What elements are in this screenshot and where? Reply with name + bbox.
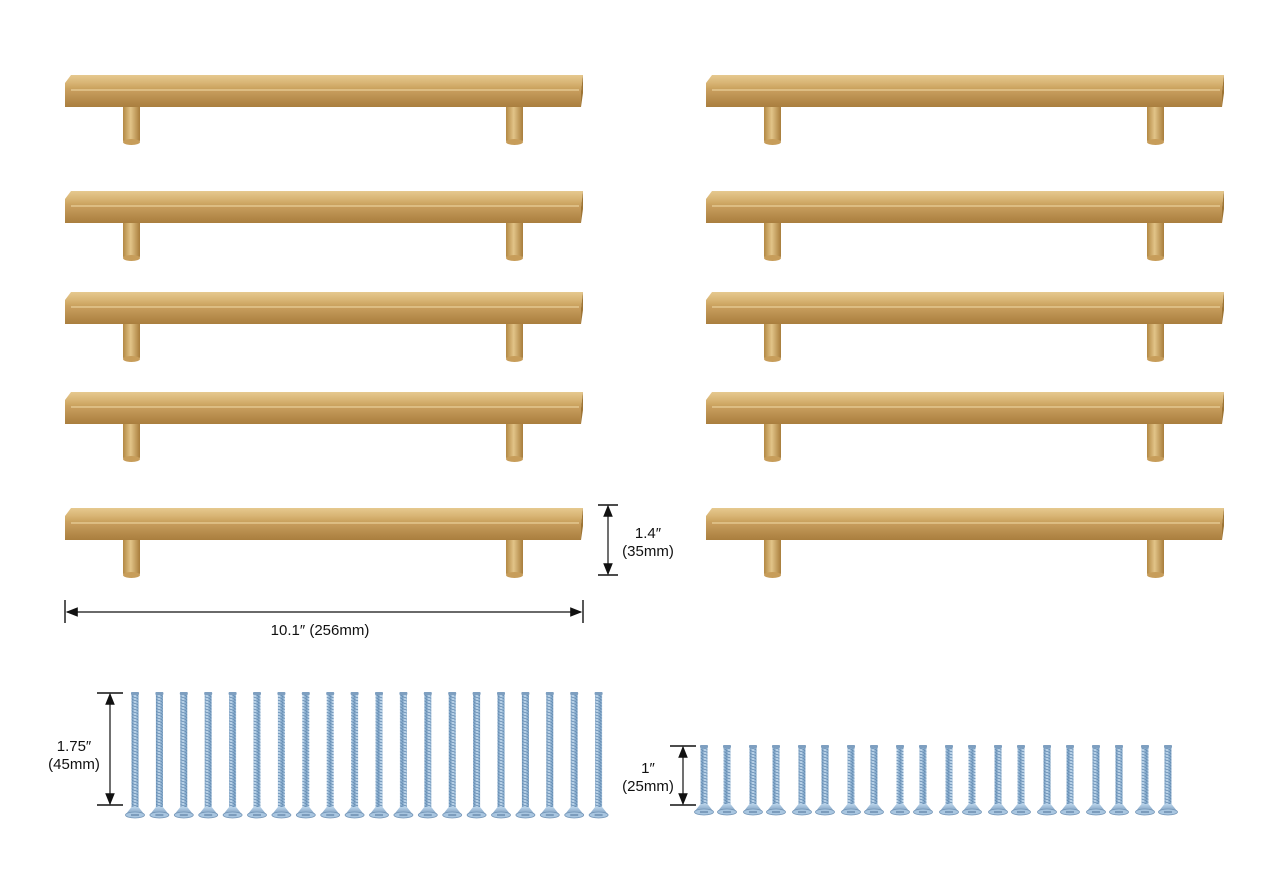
short-screw bbox=[792, 745, 812, 816]
short-screw bbox=[694, 745, 714, 816]
short-screw bbox=[913, 745, 933, 816]
height-dimension-label: 1.4″ (35mm) bbox=[612, 525, 684, 561]
long-screw bbox=[515, 692, 536, 819]
cabinet-handle bbox=[706, 75, 1224, 145]
long-screw bbox=[344, 692, 365, 819]
cabinet-handle bbox=[65, 292, 583, 362]
long-screw bbox=[564, 692, 585, 819]
long-screw-dimension-line bbox=[97, 692, 123, 806]
height-dimension-line bbox=[598, 504, 618, 576]
short-screw bbox=[890, 745, 910, 816]
long-screw bbox=[173, 692, 194, 819]
long-screw bbox=[222, 692, 243, 819]
long-screw bbox=[295, 692, 316, 819]
long-screw bbox=[393, 692, 414, 819]
short-screw bbox=[962, 745, 982, 816]
cabinet-handle bbox=[65, 392, 583, 462]
long-screw bbox=[466, 692, 487, 819]
short-screw-dimension-line bbox=[670, 745, 696, 806]
cabinet-handle bbox=[706, 292, 1224, 362]
short-screw bbox=[841, 745, 861, 816]
cabinet-handle bbox=[65, 191, 583, 261]
short-screw bbox=[939, 745, 959, 816]
long-screw bbox=[369, 692, 389, 819]
short-screw bbox=[1109, 745, 1129, 816]
short-screw bbox=[988, 745, 1008, 816]
short-screw bbox=[1011, 745, 1031, 816]
long-screw-inch-text: 1.75″ bbox=[56, 738, 92, 755]
short-screw bbox=[1060, 745, 1080, 816]
long-screw bbox=[588, 692, 609, 819]
short-screw bbox=[1135, 745, 1155, 816]
short-screw bbox=[1158, 745, 1178, 816]
short-screw bbox=[766, 745, 786, 816]
long-screw-mm-text: (45mm) bbox=[48, 756, 100, 773]
short-screw bbox=[864, 745, 884, 816]
short-screw bbox=[1086, 745, 1106, 816]
long-screw bbox=[198, 692, 219, 819]
length-mm-text: (256mm) bbox=[309, 622, 370, 639]
short-screw bbox=[815, 745, 835, 816]
short-screw bbox=[1037, 745, 1057, 816]
short-screw bbox=[743, 745, 763, 816]
long-screw bbox=[539, 692, 560, 819]
long-screw bbox=[271, 692, 292, 819]
cabinet-handle bbox=[706, 392, 1224, 462]
long-screw bbox=[417, 692, 438, 819]
short-screw-dimension-label: 1″ (25mm) bbox=[612, 760, 684, 796]
cabinet-handle bbox=[706, 508, 1224, 578]
long-screw bbox=[247, 692, 267, 819]
length-dimension-line bbox=[64, 600, 584, 623]
long-screw-dimension-label: 1.75″ (45mm) bbox=[38, 738, 110, 774]
short-screw-mm-text: (25mm) bbox=[622, 778, 674, 795]
cabinet-handle bbox=[65, 508, 583, 578]
long-screw bbox=[491, 692, 511, 819]
height-mm-text: (35mm) bbox=[622, 543, 674, 560]
long-screw bbox=[442, 692, 463, 819]
long-screw bbox=[320, 692, 341, 819]
long-screw bbox=[125, 692, 145, 819]
cabinet-handle bbox=[706, 191, 1224, 261]
height-inch-text: 1.4″ bbox=[634, 525, 662, 542]
short-screw-inch-text: 1″ bbox=[641, 760, 655, 777]
long-screw bbox=[149, 692, 170, 819]
length-inch-text: 10.1″ bbox=[270, 622, 306, 639]
length-dimension-label: 10.1″ (256mm) bbox=[220, 622, 420, 640]
short-screw bbox=[717, 745, 737, 816]
cabinet-handle bbox=[65, 75, 583, 145]
